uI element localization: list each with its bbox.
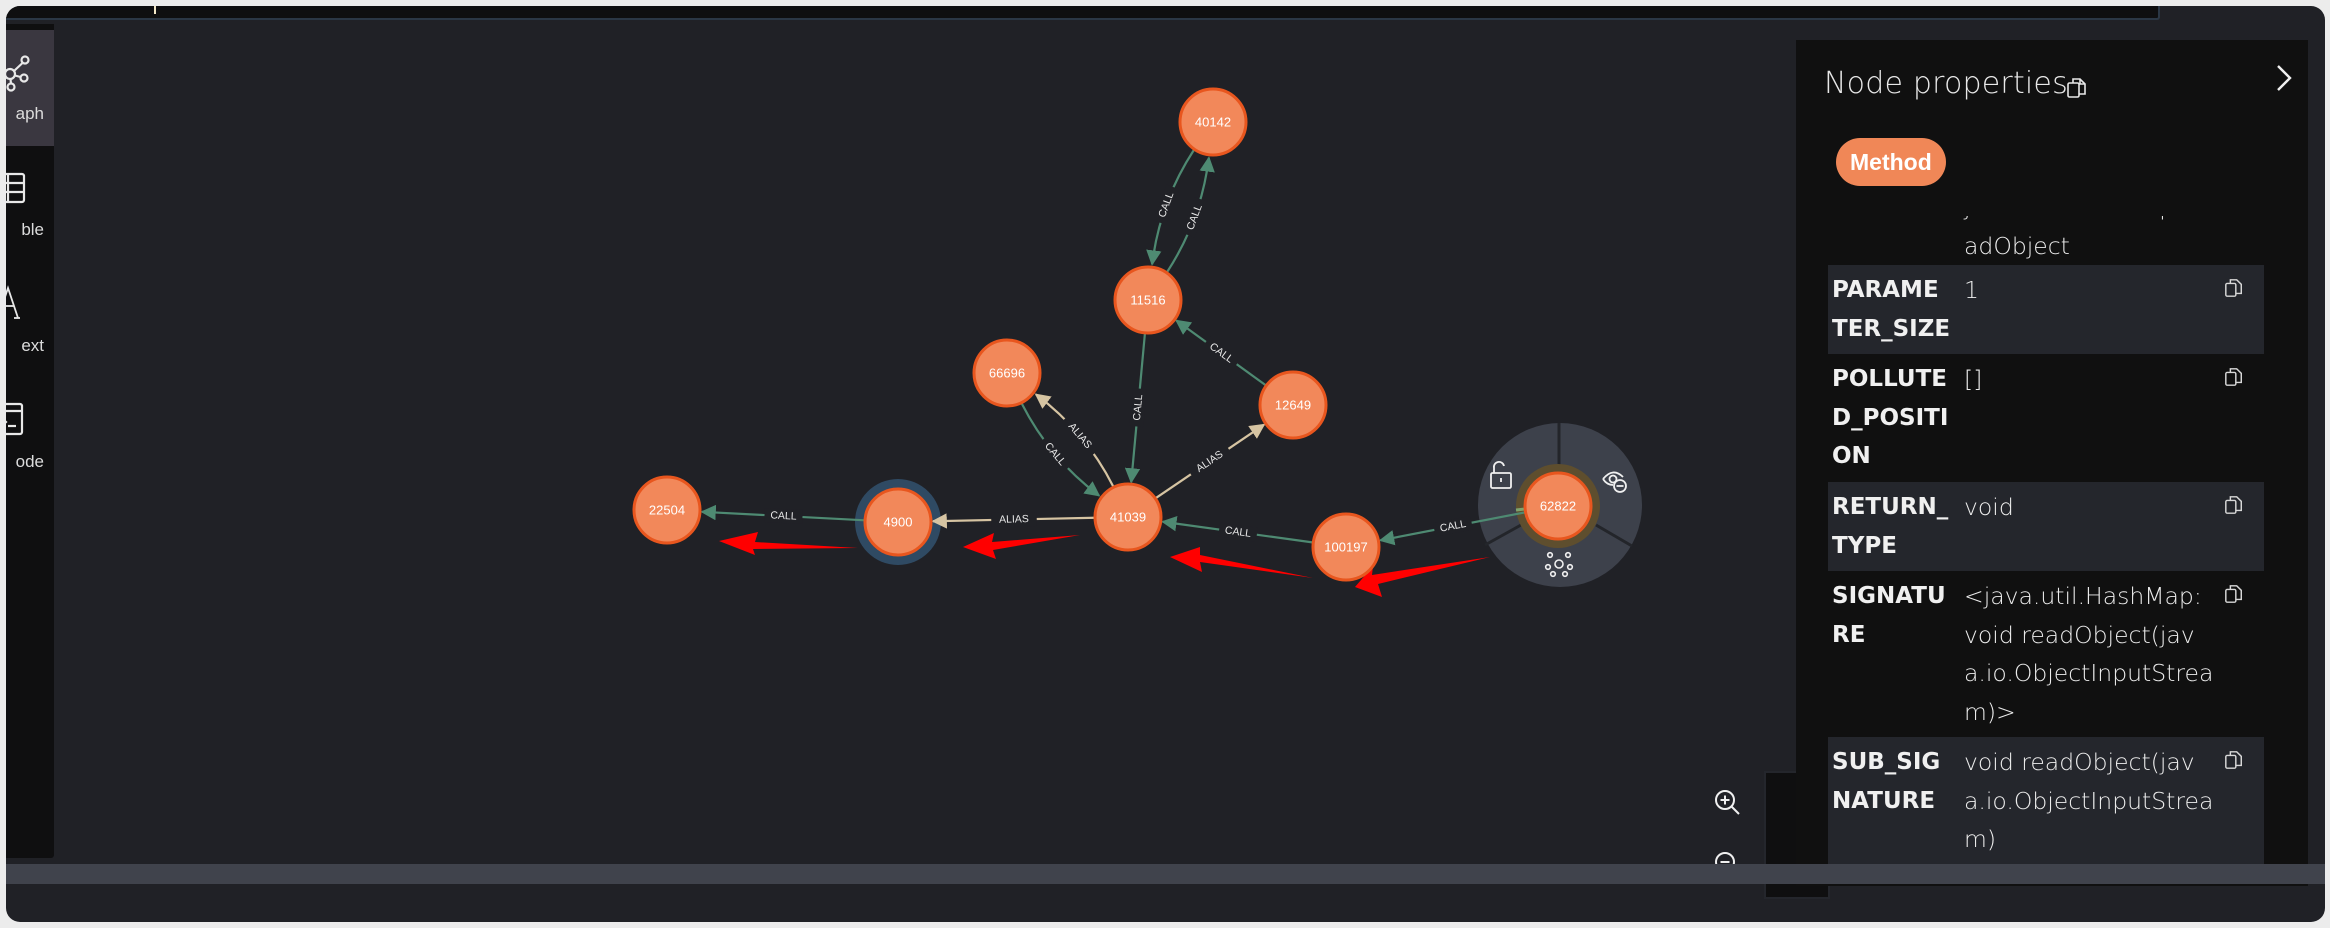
edge-label-background (1432, 515, 1473, 537)
view-sidebar: aph ble ext ode (6, 24, 54, 858)
node-circle[interactable] (1311, 512, 1381, 582)
edge-label-background (1153, 184, 1180, 226)
edge-label-background (1181, 196, 1208, 238)
graph-node[interactable]: 66696 (972, 338, 1042, 408)
node-id-label: 62822 (1540, 499, 1576, 514)
copy-icon[interactable] (2224, 749, 2244, 771)
sidebar-item-table[interactable]: ble (6, 146, 54, 262)
expand-icon[interactable] (1544, 551, 1574, 578)
node-label-badge[interactable]: Method (1836, 138, 1946, 186)
graph-node[interactable]: 4900 (863, 487, 933, 557)
property-row: RETURN_TYPE void (1828, 482, 2264, 571)
property-value: 1 (1964, 276, 1979, 304)
node-circle[interactable] (1258, 370, 1328, 440)
node-circle[interactable] (863, 487, 933, 557)
edges-layer: CALLCALLCALLCALLCALLALIASALIASALIASCALLC… (700, 149, 1526, 546)
properties-table[interactable]: NAME0 java.util.HashMap.readObject PARAM… (1828, 216, 2264, 884)
property-key: SUB_SIGNATURE (1832, 749, 1941, 814)
property-value: java.util.HashMap.readObject (1964, 216, 2205, 260)
property-value: void readObject(java.io.ObjectInputStrea… (1964, 748, 2214, 853)
node-circle[interactable] (1523, 471, 1593, 541)
nodes-layer: 40142 11516 66696 12649 41039 22504 4900 100197… (632, 87, 1593, 582)
node-id-label: 41039 (1110, 510, 1146, 525)
path-highlight-arrows (719, 532, 1490, 597)
graph-node[interactable]: 22504 (632, 475, 702, 545)
edge-label-background (1059, 413, 1100, 458)
graph-icon (6, 55, 30, 92)
graph-node[interactable]: 41039 (1093, 482, 1163, 552)
edge-label-background (1218, 522, 1258, 542)
node-id-label: 22504 (649, 503, 685, 518)
property-row: PARAMETER_SIZE 1 (1828, 265, 2264, 354)
edge-label-background (991, 511, 1037, 527)
edge-label-background (1037, 435, 1073, 474)
sidebar-item-label: ode (15, 452, 44, 471)
edge-label-background (1186, 442, 1233, 481)
node-id-label: 4900 (884, 515, 913, 530)
property-key: NAME0 (1832, 216, 1954, 227)
node-properties-panel: Node properties Method NAME0 java.util.H… (1796, 40, 2308, 886)
property-key: POLLUTED_POSITION (1832, 366, 1949, 469)
node-id-label: 40142 (1195, 115, 1231, 130)
edge-label: ALIAS (999, 513, 1029, 526)
node-circle[interactable] (1093, 482, 1163, 552)
code-icon (6, 402, 24, 436)
node-id-label: 11516 (1130, 293, 1165, 308)
table-icon (6, 172, 26, 204)
graph-visualization[interactable]: CALLCALLCALLCALLCALLALIASALIASALIASCALLC… (6, 6, 2325, 922)
text-cursor (154, 6, 156, 14)
app-window: aph ble ext ode (6, 6, 2325, 922)
hide-icon[interactable] (1602, 471, 1627, 493)
node-id-label: 12649 (1275, 398, 1311, 413)
graph-node[interactable]: 12649 (1258, 370, 1328, 440)
property-value: [] (1964, 365, 1983, 393)
edge-label-background (1201, 336, 1241, 370)
node-id-label: 100197 (1324, 540, 1367, 555)
edge-label-background (764, 508, 803, 525)
sidebar-item-label: ext (21, 336, 44, 355)
unlock-icon[interactable] (1490, 461, 1512, 489)
property-value: <java.util.HashMap: void readObject(java… (1964, 582, 2214, 726)
sidebar-item-label: aph (15, 104, 44, 123)
sidebar-item-text[interactable]: ext (6, 262, 54, 378)
copy-icon[interactable] (2224, 583, 2244, 605)
graph-node[interactable]: 40142 (1178, 87, 1248, 157)
query-editor-bar[interactable] (6, 6, 2160, 20)
graph-node[interactable]: 11516 (1113, 265, 1183, 335)
collapse-panel-chevron-icon[interactable] (2270, 60, 2298, 96)
sidebar-item-label: ble (21, 220, 44, 239)
property-row: SUB_SIGNATURE void readObject(java.io.Ob… (1828, 737, 2264, 865)
horizontal-scrollbar[interactable] (6, 864, 2325, 884)
property-value: void (1964, 493, 2014, 521)
sidebar-item-code[interactable]: ode (6, 378, 54, 494)
sidebar-item-graph[interactable]: aph (6, 30, 54, 146)
node-circle[interactable] (632, 475, 702, 545)
zoom-in-icon[interactable] (1712, 787, 1744, 819)
property-key: SIGNATURE (1832, 583, 1946, 648)
node-circle[interactable] (1178, 87, 1248, 157)
node-id-label: 66696 (989, 366, 1025, 381)
graph-node[interactable]: 100197 (1311, 512, 1381, 582)
property-row: SIGNATURE <java.util.HashMap: void readO… (1828, 571, 2264, 737)
copy-icon[interactable] (2224, 277, 2244, 299)
copy-all-icon[interactable] (2066, 76, 2088, 100)
text-icon (6, 285, 20, 319)
graph-node[interactable]: 62822 (1523, 471, 1593, 541)
node-circle[interactable] (972, 338, 1042, 408)
node-circle[interactable] (1113, 265, 1183, 335)
property-key: RETURN_TYPE (1832, 494, 1949, 559)
copy-icon[interactable] (2224, 494, 2244, 516)
edge-label: CALL (770, 509, 797, 522)
edge-label: CALL (1224, 524, 1252, 539)
edge-label: CALL (1439, 518, 1467, 535)
property-row: POLLUTED_POSITION [] (1828, 354, 2264, 482)
edge-label: CALL (1131, 394, 1145, 421)
property-key: PARAMETER_SIZE (1832, 277, 1951, 342)
edge-label-background (1129, 387, 1147, 428)
copy-icon[interactable] (2224, 366, 2244, 388)
property-row: NAME0 java.util.HashMap.readObject (1828, 216, 2264, 265)
panel-title: Node properties (1824, 66, 2068, 101)
